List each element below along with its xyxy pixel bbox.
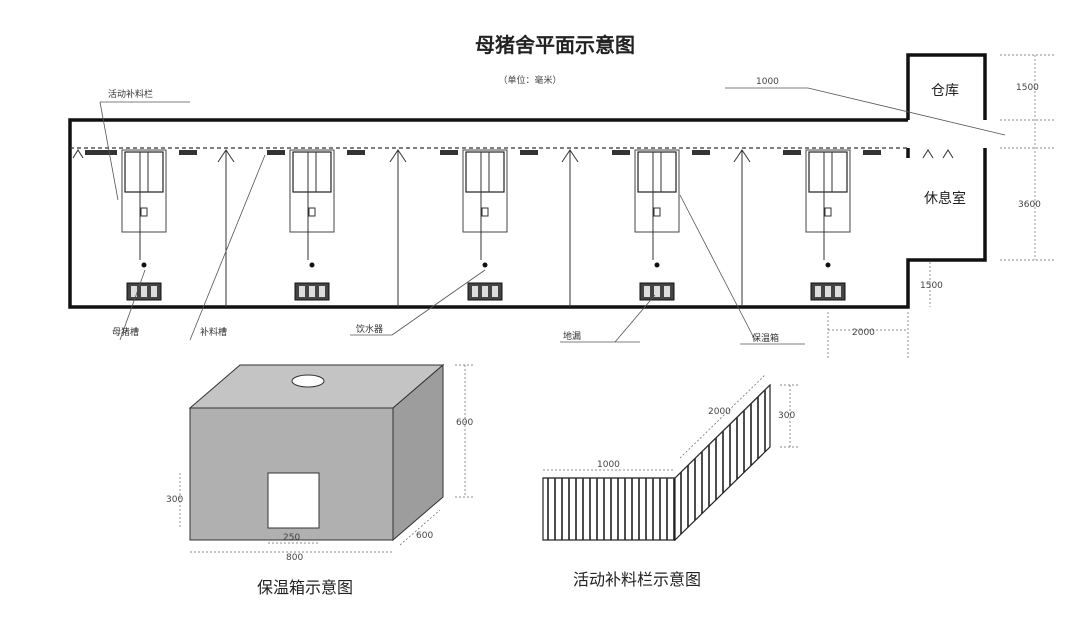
caption-heat-box: 保温箱示意图 [257, 578, 353, 597]
dim-fence-side-length: 2000 [708, 407, 731, 417]
partition-wall [389, 149, 407, 307]
dim-lower-offset: 1500 [920, 281, 943, 291]
ventilation-arrow [922, 149, 934, 159]
dim-box-door-width: 250 [283, 533, 300, 543]
building-outline [68, 53, 987, 309]
feed-trough-mark [347, 150, 365, 155]
pen [99, 149, 197, 301]
dim-box-width: 800 [286, 553, 303, 563]
dim-fence-height: 300 [778, 411, 795, 421]
sow-trough [639, 282, 675, 301]
partition-wall [561, 149, 579, 307]
movable-fence-illustration [542, 383, 771, 542]
label-sow-trough: 母猪槽 [112, 326, 139, 338]
dim-lower-width: 2000 [852, 328, 875, 338]
dim-warehouse-height: 1500 [1016, 83, 1039, 93]
dim-corridor-length: 1000 [756, 77, 779, 87]
diagram-unit-note: （单位：毫米） [498, 74, 561, 86]
feed-trough-mark [267, 150, 285, 155]
partition-wall [733, 149, 751, 307]
feed-trough-mark [783, 150, 801, 155]
dim-box-height: 600 [456, 418, 473, 428]
label-movable-fence: 活动补料栏 [108, 88, 153, 100]
label-feed-trough: 补料槽 [200, 326, 227, 338]
feed-trough-mark [520, 150, 538, 155]
pen [267, 149, 365, 301]
sow-trough [294, 282, 330, 301]
label-heat-box: 保温箱 [752, 332, 779, 344]
pen [440, 149, 538, 301]
sow-trough [126, 282, 162, 301]
sow-trough [467, 282, 503, 301]
label-drinker: 饮水器 [356, 323, 383, 335]
feed-trough-mark [440, 150, 458, 155]
feed-trough-mark [863, 150, 881, 155]
caption-movable-fence: 活动补料栏示意图 [573, 570, 701, 589]
feed-trough-mark [99, 150, 117, 155]
diagram-title: 母猪舍平面示意图 [475, 33, 635, 57]
dim-lounge-height: 3600 [1018, 200, 1041, 210]
label-floor-drain: 地漏 [563, 330, 581, 342]
pen-partitions [72, 149, 954, 307]
feed-trough-mark [179, 150, 197, 155]
sow-trough [810, 282, 846, 301]
ventilation-arrow [942, 149, 954, 159]
feed-trough-mark [612, 150, 630, 155]
room-warehouse: 仓库 [931, 83, 959, 99]
pen [783, 149, 881, 301]
ventilation-arrow [72, 149, 84, 159]
dim-box-depth: 600 [416, 531, 433, 541]
feed-trough-mark [85, 150, 103, 155]
feed-trough-mark [692, 150, 710, 155]
dim-box-door-height: 300 [166, 495, 183, 505]
room-lounge: 休息室 [924, 190, 966, 207]
heat-box-illustration [188, 363, 445, 542]
farrowing-pens [85, 149, 881, 301]
pen [612, 149, 710, 301]
dim-fence-length: 1000 [597, 460, 620, 470]
partition-wall [217, 149, 235, 307]
